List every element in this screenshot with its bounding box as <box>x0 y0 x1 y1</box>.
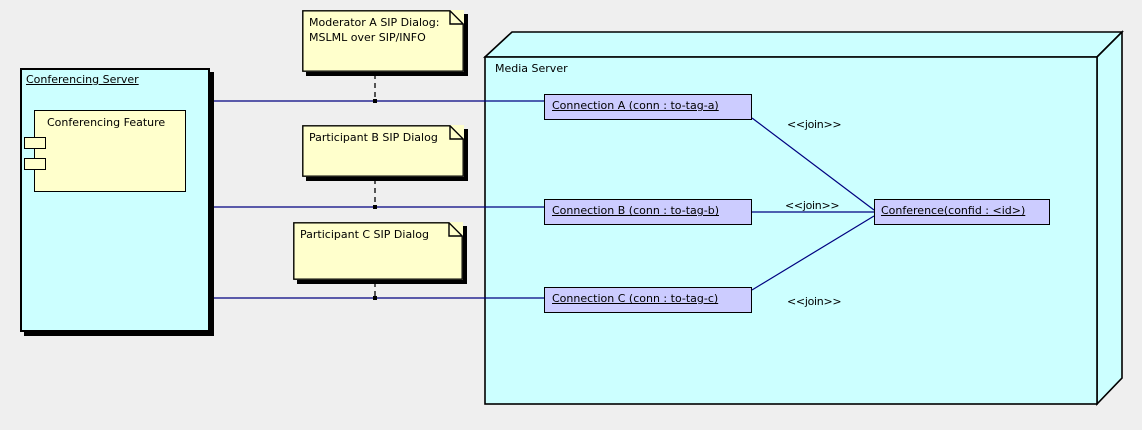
note-participant-c-sip-dialog: Participant C SIP Dialog <box>293 222 463 280</box>
connection-c-box[interactable] <box>544 287 752 313</box>
note-text-line2: MSLML over SIP/INFO <box>309 31 426 44</box>
note-anchor-dots <box>373 99 377 300</box>
join-lines <box>751 117 875 291</box>
media-server-title: Media Server <box>495 62 568 75</box>
conference-label: Conference(confid : <id>) <box>881 204 1026 217</box>
join-stereotype-b: <<join>> <box>785 199 840 212</box>
note-moderator-a-sip-dialog: Moderator A SIP Dialog: MSLML over SIP/I… <box>302 10 464 72</box>
conferencing-feature-title: Conferencing Feature <box>47 116 166 129</box>
join-stereotype-a: <<join>> <box>787 118 842 131</box>
note-text-line1: Moderator A SIP Dialog: <box>309 16 440 29</box>
conferencing-feature-component <box>34 110 186 192</box>
note-participant-b-sip-dialog: Participant B SIP Dialog <box>302 125 464 177</box>
component-port-lower <box>24 158 46 170</box>
connection-b-box[interactable] <box>544 199 752 225</box>
conferencing-server-node <box>20 68 210 332</box>
component-port-upper <box>24 137 46 149</box>
join-stereotype-c: <<join>> <box>787 295 842 308</box>
connection-b-label: Connection B (conn : to-tag-b) <box>552 204 719 217</box>
note-text-line1: Participant C SIP Dialog <box>300 228 429 241</box>
note-shape <box>302 125 464 177</box>
conference-box[interactable] <box>874 199 1050 225</box>
note-text-line1: Participant B SIP Dialog <box>309 131 438 144</box>
connection-c-label: Connection C (conn : to-tag-c) <box>552 292 719 305</box>
connection-a-box[interactable] <box>544 94 752 120</box>
note-shape <box>293 222 463 280</box>
conferencing-server-title: Conferencing Server <box>26 73 139 86</box>
note-shape <box>302 10 464 72</box>
connection-a-label: Connection A (conn : to-tag-a) <box>552 99 719 112</box>
